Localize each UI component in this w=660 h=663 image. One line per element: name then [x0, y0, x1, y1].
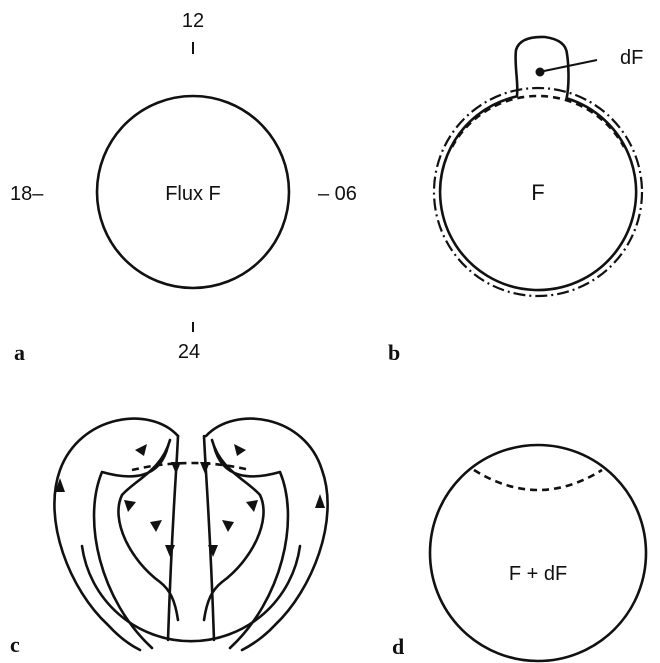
panel-b-inner-dashed-arc [450, 94, 626, 148]
panel-d: F + dF d [392, 443, 648, 663]
panel-a-letter: a [14, 340, 25, 365]
panel-b-df-leader [543, 59, 598, 72]
panel-c-arrowhead-center-1 [171, 462, 181, 474]
panel-c-middle-loop-right [212, 444, 290, 650]
panel-a-center-text: Flux F [165, 183, 221, 205]
panel-c-outer-loop-left [53, 417, 180, 652]
panel-c-arrowhead-outer-left [55, 478, 65, 492]
panel-a-label-top: 12 [182, 10, 204, 32]
panel-b-df-dot [535, 67, 545, 77]
panel-c-arrowhead-mid-left-up [135, 444, 147, 456]
panel-d-dashed-arc [473, 468, 603, 492]
panel-b: dF F b [388, 35, 644, 365]
panel-b-label-df: dF [620, 47, 643, 69]
panel-c-sphere-lower-arc [80, 544, 302, 643]
panel-c: c [10, 417, 329, 657]
panel-b-sun-outline-with-bump [438, 35, 638, 292]
panel-c-dashed-horizon [131, 461, 251, 472]
panel-d-sun-circle [428, 443, 648, 663]
panel-a-label-right: – 06 [318, 183, 357, 205]
panel-c-center-line-1 [166, 434, 180, 642]
panel-d-letter: d [392, 634, 404, 659]
panel-c-arrowhead-outer-right [315, 494, 325, 508]
panel-a-sun-circle [95, 94, 291, 290]
panel-b-center-text: F [531, 180, 544, 205]
panel-c-arrowhead-mid-right-up [234, 444, 246, 456]
panel-c-center-line-2 [202, 434, 216, 642]
panel-c-arrowhead-inner-left-down [124, 500, 136, 512]
panel-a: 12 Flux F 18– – 06 24 a [10, 10, 357, 365]
panel-c-arrowhead-inner-right-down [246, 500, 258, 512]
panel-c-arrowhead-center-lower-left [165, 545, 175, 557]
panel-a-label-left: 18– [10, 183, 44, 205]
panel-c-letter: c [10, 632, 20, 657]
panel-a-label-bottom: 24 [178, 341, 200, 363]
panel-d-center-text: F + dF [509, 563, 567, 585]
panel-c-arrowhead-bulb-left [150, 520, 162, 532]
panel-c-arrowhead-bulb-right [222, 520, 234, 532]
panel-c-arrowhead-center-lower-right [208, 545, 218, 557]
panel-c-outer-loop-right [204, 417, 329, 652]
panel-b-expanded-boundary [432, 86, 644, 298]
panel-c-arrowhead-center-2 [200, 462, 210, 474]
panel-b-letter: b [388, 340, 400, 365]
panel-c-middle-loop-left [92, 444, 170, 650]
